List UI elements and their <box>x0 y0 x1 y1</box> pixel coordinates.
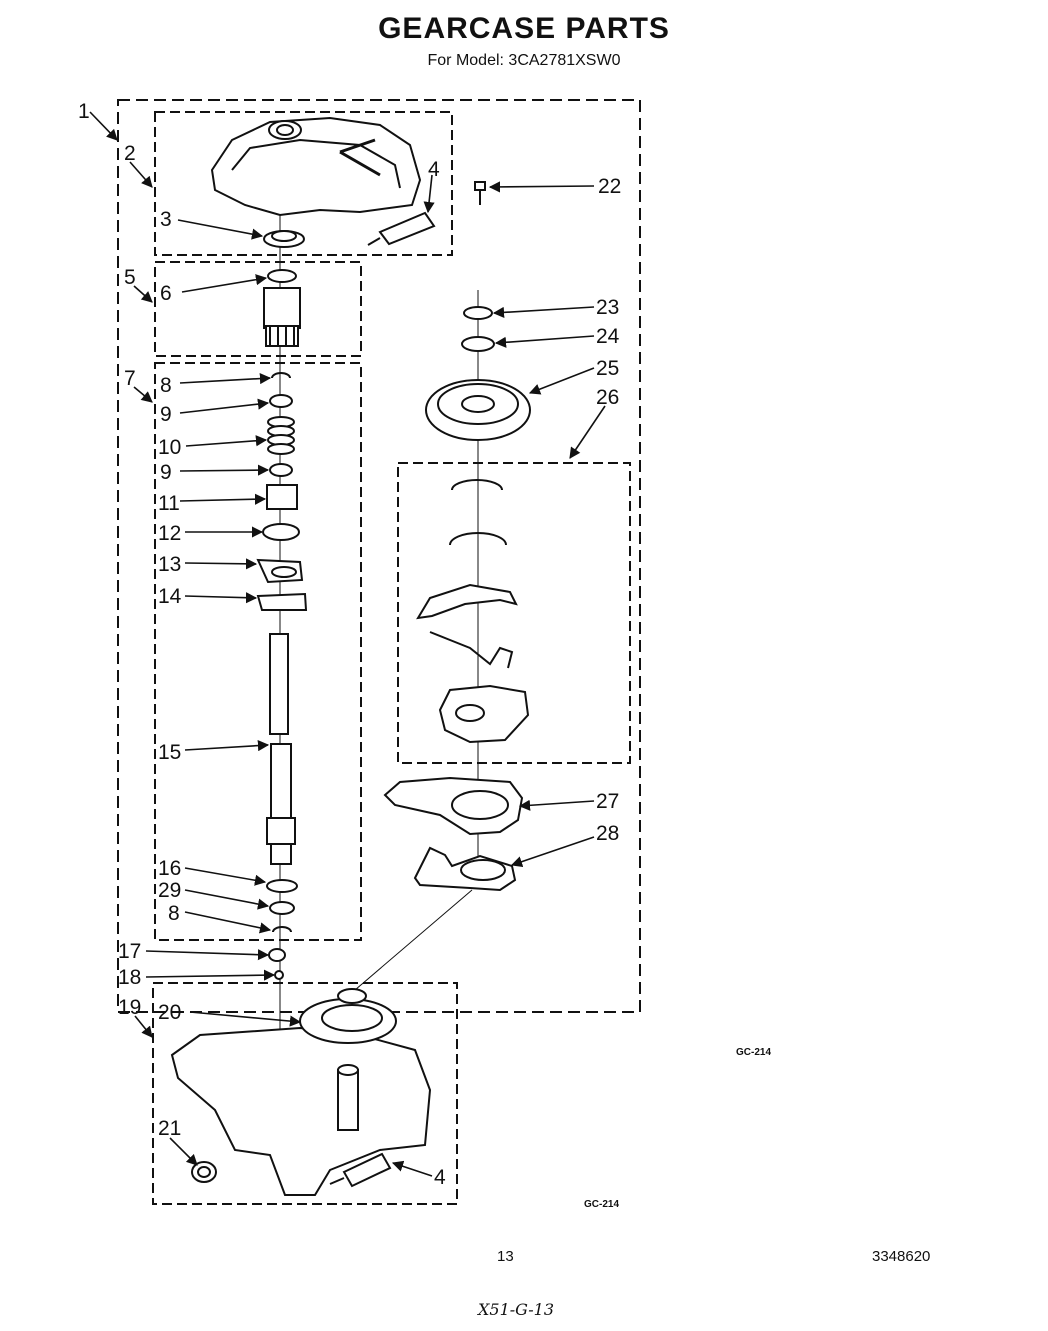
callout-20: 20 <box>158 1001 181 1024</box>
model-subtitle: For Model: 3CA2781XSW0 <box>427 52 621 69</box>
callout-17: 17 <box>118 940 141 963</box>
gc-code-right: GC-214 <box>736 1047 771 1058</box>
callout-9-top: 9 <box>160 403 172 426</box>
page-title: GEARCASE PARTS <box>378 12 670 45</box>
assembly-box-5 <box>154 261 362 357</box>
seal-part <box>263 230 305 248</box>
handwritten-note: X51-G-13 <box>478 1300 554 1319</box>
assembly-box-7 <box>154 362 362 941</box>
callout-28: 28 <box>596 822 619 845</box>
callout-9-bottom: 9 <box>160 461 172 484</box>
callout-16: 16 <box>158 857 181 880</box>
callout-3: 3 <box>160 208 172 231</box>
gc-code-box: GC-214 <box>584 1199 619 1210</box>
assembly-box-1 <box>117 99 641 1013</box>
grease-tube-top <box>367 211 436 246</box>
callout-5: 5 <box>124 266 136 289</box>
gearcase-housing-part <box>170 988 432 1196</box>
plug-part <box>191 1161 217 1183</box>
callout-8-bottom: 8 <box>168 902 180 925</box>
callout-12: 12 <box>158 522 181 545</box>
callout-11: 11 <box>158 492 180 515</box>
shaft-stack-parts <box>256 372 308 980</box>
right-column-parts <box>383 306 531 892</box>
callout-25: 25 <box>596 357 619 380</box>
callout-18: 18 <box>118 966 141 989</box>
callout-4-top: 4 <box>428 158 440 181</box>
callout-26: 26 <box>596 386 619 409</box>
callout-21: 21 <box>158 1117 181 1140</box>
pinion-part <box>263 269 301 347</box>
callout-1: 1 <box>78 100 90 123</box>
callout-8-top: 8 <box>160 374 172 397</box>
callout-15: 15 <box>158 741 181 764</box>
assembly-box-2 <box>154 111 453 256</box>
callout-2: 2 <box>124 142 136 165</box>
screw-part <box>474 181 486 205</box>
assembly-box-26 <box>397 462 631 764</box>
callout-19: 19 <box>118 996 141 1019</box>
callout-7: 7 <box>124 367 136 390</box>
grease-tube-bottom <box>329 1152 392 1188</box>
callout-6: 6 <box>160 282 172 305</box>
callout-22: 22 <box>598 175 621 198</box>
document-number: 3348620 <box>872 1248 931 1265</box>
callout-14: 14 <box>158 585 182 608</box>
callout-23: 23 <box>596 296 619 319</box>
callout-4-bottom: 4 <box>434 1166 446 1189</box>
callout-10: 10 <box>158 436 181 459</box>
callout-numbers: 1 2 3 4 5 6 7 8 9 10 9 11 12 13 14 15 16… <box>78 100 621 1189</box>
leader-lines <box>89 111 606 1177</box>
gearcase-cover-part <box>210 116 422 217</box>
callout-13: 13 <box>158 553 181 576</box>
callout-24: 24 <box>596 325 620 348</box>
assembly-box-19 <box>152 982 458 1205</box>
page-number: 13 <box>497 1248 514 1265</box>
callout-29: 29 <box>158 879 181 902</box>
callout-27: 27 <box>596 790 619 813</box>
